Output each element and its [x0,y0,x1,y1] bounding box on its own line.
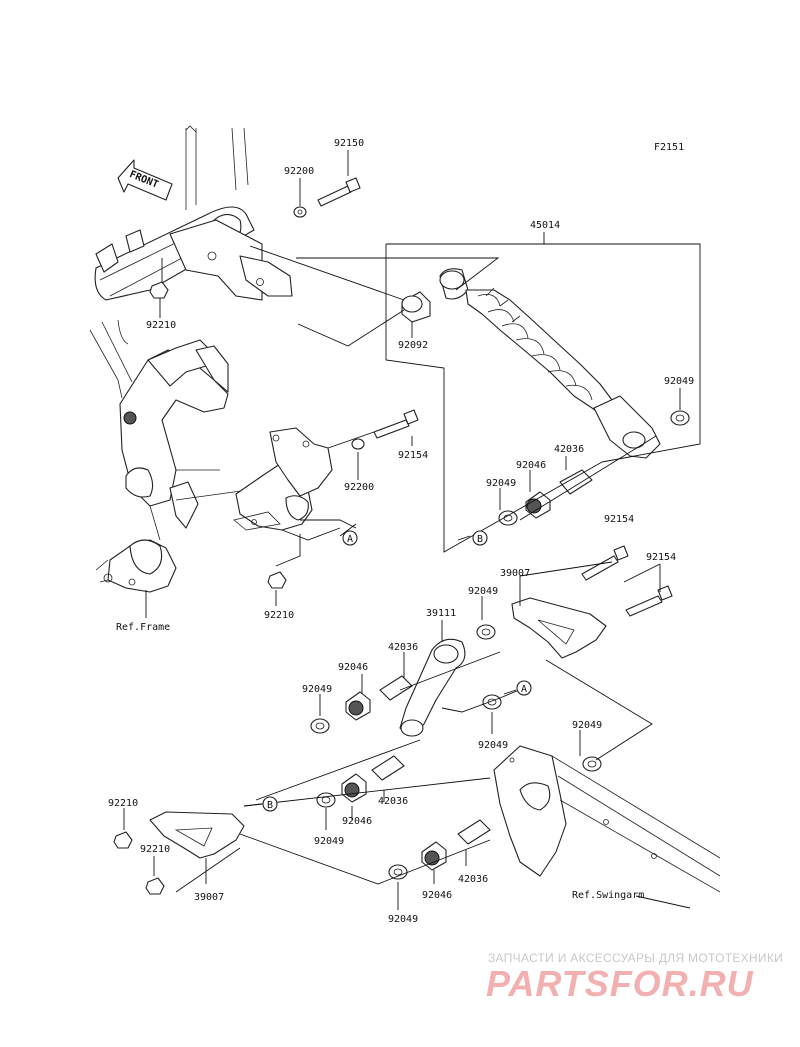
marker-b-upper: B [477,534,483,545]
tie-rod-upper [511,597,607,659]
callout-39007-top: 39007 [500,568,530,579]
callout-92046-link1: 92046 [338,662,368,673]
rear-shock-absorber [439,268,661,459]
small-parts [113,177,690,895]
part-number-labels: F2151 92150 92200 45014 92210 92092 9204… [108,138,694,925]
ref-swingarm-label: Ref.Swingarm [572,890,644,901]
tie-rod-lower [149,811,245,859]
callout-92210-top: 92210 [146,320,176,331]
rocker-mount-bracket [233,427,333,531]
callout-45014: 45014 [530,220,560,231]
callout-92049-swing: 92049 [572,720,602,731]
callout-92049-shock2: 92049 [486,478,516,489]
figure-code: F2151 [654,142,684,153]
callout-42036-low1: 42036 [378,796,408,807]
marker-a-upper: A [347,534,353,545]
callout-92210-bl1: 92210 [108,798,138,809]
linkage-rocker [399,638,466,737]
callout-92049-low1: 92049 [314,836,344,847]
leader-lines [123,150,701,910]
callout-39007-bot: 39007 [194,892,224,903]
frame-drawing [89,125,293,618]
callout-92049-link2: 92049 [302,684,332,695]
callout-42036-low2: 42036 [458,874,488,885]
callout-92150: 92150 [334,138,364,149]
callout-92154-r2: 92154 [646,552,676,563]
callout-92210-mid: 92210 [264,610,294,621]
callout-92049-low2: 92049 [388,914,418,925]
callout-92049-shock: 92049 [664,376,694,387]
ref-frame-label: Ref.Frame [116,622,170,633]
front-arrow-icon: FRONT [117,159,173,201]
watermark-tagline: ЗАПЧАСТИ И АКСЕССУАРЫ ДЛЯ МОТОТЕХНИКИ [488,951,784,965]
callout-92049-link3: 92049 [478,740,508,751]
callout-92046-low1: 92046 [342,816,372,827]
callout-92154-r1: 92154 [604,514,634,525]
watermark-logo: PARTSFOR.RU [486,963,754,1004]
marker-a-lower: A [521,684,527,695]
callout-39111: 39111 [426,608,456,619]
callout-92154-mid: 92154 [398,450,428,461]
callout-42036-link1: 42036 [388,642,418,653]
callout-92049-link1: 92049 [468,586,498,597]
callout-92046-low2: 92046 [422,890,452,901]
callout-92210-bl2: 92210 [140,844,170,855]
marker-b-lower: B [267,800,273,811]
callout-92046-shock: 92046 [516,460,546,471]
reference-markers: A B A B [243,523,532,812]
callout-92092: 92092 [398,340,428,351]
callout-92200-mid: 92200 [344,482,374,493]
callout-92200-top: 92200 [284,166,314,177]
swingarm-drawing [493,745,721,893]
callout-42036-shock: 42036 [554,444,584,455]
